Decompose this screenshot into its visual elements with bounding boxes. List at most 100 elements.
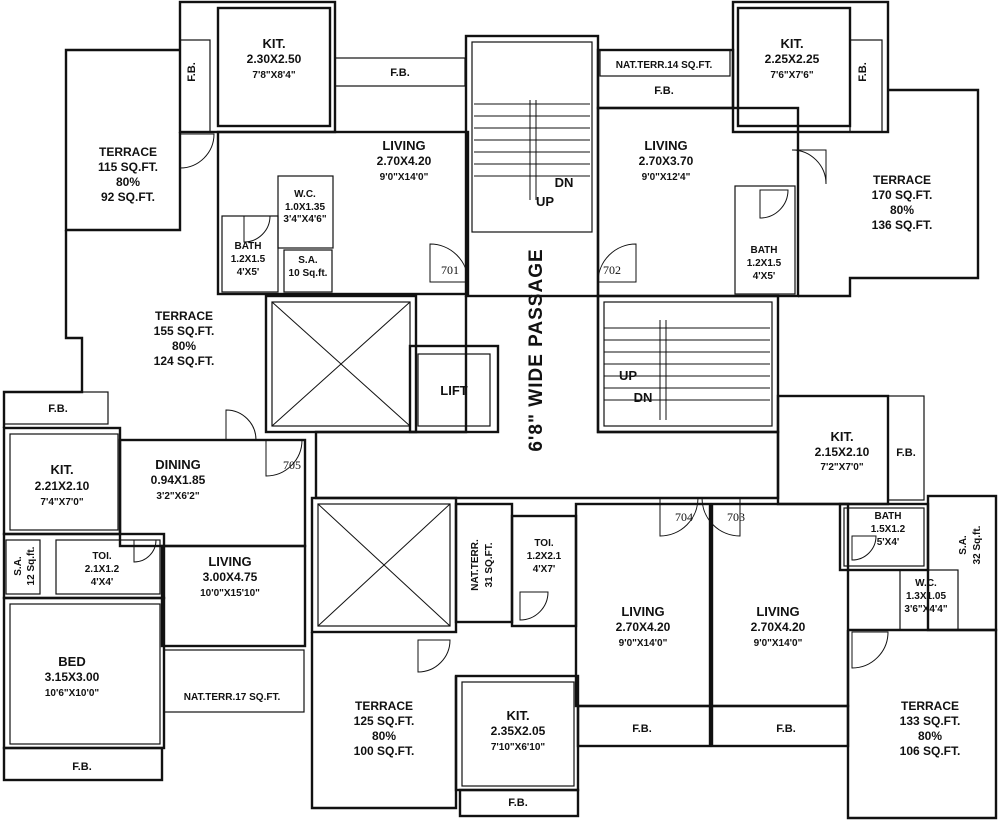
living-702-name: LIVING bbox=[644, 138, 687, 153]
kitchen-704-metric: 2.35X2.05 bbox=[491, 724, 546, 738]
kitchen-702-name: KIT. bbox=[780, 36, 803, 51]
bath-703-imperial: 5'X4' bbox=[877, 537, 900, 548]
living-704-imperial: 9'0"X14'0" bbox=[619, 638, 668, 649]
bed-705-metric: 3.15X3.00 bbox=[45, 670, 100, 684]
living-701-name: LIVING bbox=[382, 138, 425, 153]
toilet-704-imperial: 4'X7' bbox=[533, 564, 556, 575]
terrace-702-name: TERRACE bbox=[873, 173, 931, 187]
terrace-705-pct: 80% bbox=[172, 339, 196, 353]
sa-705-area: 12 Sq.ft. bbox=[26, 546, 37, 585]
bath-703-metric: 1.5X1.2 bbox=[871, 524, 906, 535]
nat-terrace-704-area: 31 SQ.FT. bbox=[484, 542, 495, 587]
fb-702-top: F.B. bbox=[654, 85, 674, 97]
terrace-701-net: 92 SQ.FT. bbox=[101, 190, 155, 204]
terrace-702-pct: 80% bbox=[890, 203, 914, 217]
kitchen-705-metric: 2.21X2.10 bbox=[35, 479, 90, 493]
dining-705-metric: 0.94X1.85 bbox=[151, 473, 206, 487]
stair-dn-label-2: DN bbox=[634, 390, 653, 405]
nat-terrace-704-name: NAT.TERR. bbox=[470, 539, 481, 591]
kitchen-703-name: KIT. bbox=[830, 429, 853, 444]
living-702-metric: 2.70X3.70 bbox=[639, 154, 694, 168]
terrace-704-pct: 80% bbox=[372, 729, 396, 743]
bath-701-metric: 1.2X1.5 bbox=[231, 254, 266, 265]
terrace-702-net: 136 SQ.FT. bbox=[872, 218, 933, 232]
kitchen-701-metric: 2.30X2.50 bbox=[247, 52, 302, 66]
wc-703-imperial: 3'6"X4'4" bbox=[904, 604, 947, 615]
terrace-701-area: 115 SQ.FT. bbox=[98, 160, 158, 174]
toilet-704-metric: 1.2X2.1 bbox=[527, 551, 562, 562]
nat-terrace-705: NAT.TERR.17 SQ.FT. bbox=[184, 692, 281, 703]
sa-705-name: S.A. bbox=[13, 556, 24, 576]
wc-701-name: W.C. bbox=[294, 189, 316, 200]
wc-703-name: W.C. bbox=[915, 578, 937, 589]
living-705-imperial: 10'0"X15'10" bbox=[200, 588, 260, 599]
kitchen-705-imperial: 7'4"X7'0" bbox=[40, 497, 83, 508]
terrace-703-name: TERRACE bbox=[901, 699, 959, 713]
bath-701-imperial: 4'X5' bbox=[237, 267, 260, 278]
dining-705-imperial: 3'2"X6'2" bbox=[156, 491, 199, 502]
living-705-metric: 3.00X4.75 bbox=[203, 570, 258, 584]
stair-up-label-1: UP bbox=[536, 194, 554, 209]
sa-701-name: S.A. bbox=[298, 255, 318, 266]
terrace-703-area: 133 SQ.FT. bbox=[900, 714, 961, 728]
lift-label: LIFT bbox=[440, 383, 467, 398]
kitchen-705-name: KIT. bbox=[50, 462, 73, 477]
bath-702-metric: 1.2X1.5 bbox=[747, 258, 782, 269]
fb-705-top: F.B. bbox=[48, 403, 68, 415]
toilet-704-name: TOI. bbox=[534, 538, 553, 549]
living-704-metric: 2.70X4.20 bbox=[616, 620, 671, 634]
stair-treads bbox=[474, 100, 770, 420]
unit-number-703: 703 bbox=[727, 510, 745, 524]
kitchen-703-metric: 2.15X2.10 bbox=[815, 445, 870, 459]
living-705-name: LIVING bbox=[208, 554, 251, 569]
terrace-705-name: TERRACE bbox=[155, 309, 213, 323]
bed-705-name: BED bbox=[58, 654, 85, 669]
kitchen-702-imperial: 7'6"X7'6" bbox=[770, 70, 813, 81]
terrace-705-area: 155 SQ.FT. bbox=[154, 324, 215, 338]
fb-702-side: F.B. bbox=[857, 62, 869, 82]
living-703-metric: 2.70X4.20 bbox=[751, 620, 806, 634]
door-swings bbox=[133, 133, 889, 673]
unit-number-701: 701 bbox=[441, 263, 459, 277]
fb-703-bottom: F.B. bbox=[776, 723, 796, 735]
living-704-name: LIVING bbox=[621, 604, 664, 619]
toilet-705-metric: 2.1X1.2 bbox=[85, 564, 120, 575]
fb-701-side: F.B. bbox=[186, 62, 198, 82]
kitchen-704-name: KIT. bbox=[506, 708, 529, 723]
sa-703-area: 32 Sq.ft. bbox=[972, 525, 983, 564]
sa-701-area: 10 Sq.ft. bbox=[289, 268, 328, 279]
fb-704-right: F.B. bbox=[632, 723, 652, 735]
bath-702-imperial: 4'X5' bbox=[753, 271, 776, 282]
kitchen-701-imperial: 7'8"X8'4" bbox=[252, 70, 295, 81]
unit-number-705: 705 bbox=[283, 458, 301, 472]
kitchen-702-metric: 2.25X2.25 bbox=[765, 52, 820, 66]
terrace-701-pct: 80% bbox=[116, 175, 140, 189]
fb-704-bottom: F.B. bbox=[508, 797, 528, 809]
terrace-703-pct: 80% bbox=[918, 729, 942, 743]
bath-701-name: BATH bbox=[234, 241, 261, 252]
stair-dn-label-1: DN bbox=[555, 175, 574, 190]
terrace-702-area: 170 SQ.FT. bbox=[872, 188, 933, 202]
terrace-704-net: 100 SQ.FT. bbox=[354, 744, 415, 758]
wc-701-metric: 1.0X1.35 bbox=[285, 202, 325, 213]
bed-705-imperial: 10'6"X10'0" bbox=[45, 688, 100, 699]
nat-terrace-702: NAT.TERR.14 SQ.FT. bbox=[616, 60, 713, 71]
dining-705-name: DINING bbox=[155, 457, 201, 472]
wc-703-metric: 1.3X1.05 bbox=[906, 591, 946, 602]
kitchen-701-name: KIT. bbox=[262, 36, 285, 51]
sa-703-name: S.A. bbox=[958, 535, 969, 555]
bath-703-name: BATH bbox=[874, 511, 901, 522]
terrace-704-name: TERRACE bbox=[355, 699, 413, 713]
terrace-705-net: 124 SQ.FT. bbox=[154, 354, 215, 368]
lift-shaft-mark bbox=[271, 301, 451, 627]
living-702-imperial: 9'0"X12'4" bbox=[642, 172, 691, 183]
living-703-name: LIVING bbox=[756, 604, 799, 619]
fb-701-top: F.B. bbox=[390, 67, 410, 79]
terrace-701-name: TERRACE bbox=[99, 145, 157, 159]
living-701-imperial: 9'0"X14'0" bbox=[380, 172, 429, 183]
kitchen-704-imperial: 7'10"X6'10" bbox=[491, 742, 546, 753]
terrace-703-net: 106 SQ.FT. bbox=[900, 744, 961, 758]
toilet-705-name: TOI. bbox=[92, 551, 111, 562]
